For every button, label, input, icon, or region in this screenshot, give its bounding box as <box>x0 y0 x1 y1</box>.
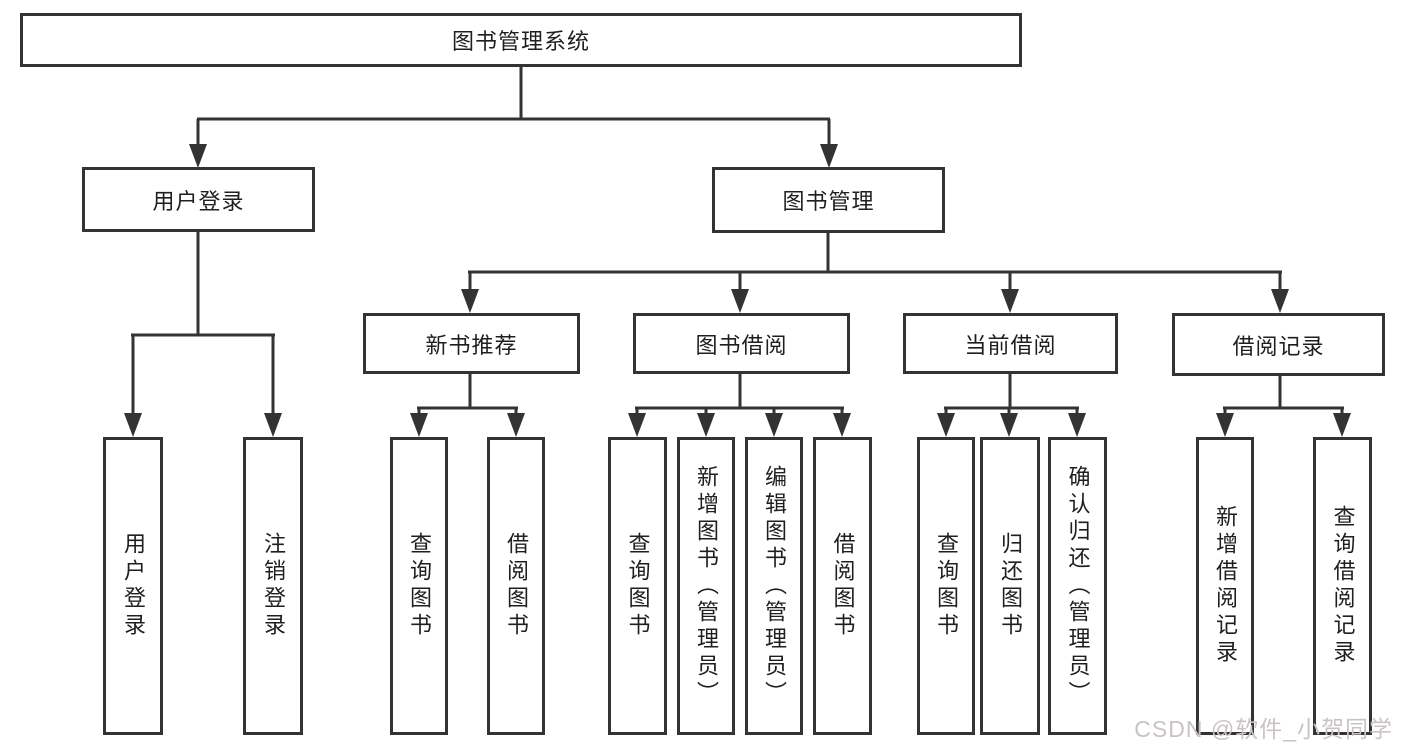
node-new-book-recommend: 新书推荐 <box>363 313 580 374</box>
node-borrow-records: 借阅记录 <box>1172 313 1385 376</box>
leaf-label: 新增图书（管理员） <box>694 464 719 708</box>
leaf-query-books-1: 查询图书 <box>390 437 448 735</box>
leaf-label: 借阅图书 <box>504 532 529 640</box>
leaf-user-login: 用户登录 <box>103 437 163 735</box>
leaf-confirm-return-admin: 确认归还（管理员） <box>1048 437 1107 735</box>
leaf-borrow-books-1: 借阅图书 <box>487 437 545 735</box>
leaf-label: 查询图书 <box>934 532 959 640</box>
arrowhead <box>264 413 282 437</box>
arrowhead <box>697 413 715 437</box>
leaf-edit-book-admin: 编辑图书（管理员） <box>745 437 803 735</box>
arrowhead <box>189 144 207 168</box>
arrowhead <box>937 413 955 437</box>
arrowhead <box>833 413 851 437</box>
node-current-borrow: 当前借阅 <box>903 313 1118 374</box>
leaf-label: 查询图书 <box>407 532 432 640</box>
arrowhead <box>124 413 142 437</box>
arrowhead <box>1000 413 1018 437</box>
leaf-label: 借阅图书 <box>830 532 856 640</box>
leaf-query-borrow-record: 查询借阅记录 <box>1313 437 1372 735</box>
arrowhead <box>1216 413 1234 437</box>
leaf-label: 编辑图书（管理员） <box>762 464 787 708</box>
leaf-label: 查询图书 <box>625 532 651 640</box>
leaf-borrow-books-2: 借阅图书 <box>813 437 872 735</box>
csdn-watermark: CSDN @软件_小贺同学 <box>1134 716 1393 742</box>
leaf-add-borrow-record: 新增借阅记录 <box>1196 437 1254 735</box>
arrowhead <box>765 413 783 437</box>
arrowhead <box>1271 289 1289 313</box>
arrowhead <box>1333 413 1351 437</box>
leaf-label: 注销登录 <box>261 532 286 640</box>
node-root: 图书管理系统 <box>20 13 1022 67</box>
arrowhead <box>731 289 749 313</box>
arrowhead <box>820 144 838 168</box>
leaf-query-books-3: 查询图书 <box>917 437 975 735</box>
arrowhead <box>507 413 525 437</box>
leaf-label: 新增借阅记录 <box>1213 505 1238 667</box>
leaf-label: 归还图书 <box>998 532 1023 640</box>
connector-lines <box>131 67 1344 416</box>
node-book-borrow: 图书借阅 <box>633 313 850 374</box>
arrowhead <box>1001 289 1019 313</box>
node-user-login: 用户登录 <box>82 167 315 232</box>
node-book-management: 图书管理 <box>712 167 945 233</box>
arrowhead <box>461 289 479 313</box>
leaf-add-book-admin: 新增图书（管理员） <box>677 437 735 735</box>
leaf-label: 确认归还（管理员） <box>1065 464 1091 708</box>
leaf-query-books-2: 查询图书 <box>608 437 667 735</box>
leaf-label: 用户登录 <box>121 532 146 640</box>
arrowhead <box>410 413 428 437</box>
leaf-logout: 注销登录 <box>243 437 303 735</box>
arrowhead <box>1068 413 1086 437</box>
leaf-label: 查询借阅记录 <box>1330 505 1356 667</box>
arrowhead <box>628 413 646 437</box>
leaf-return-books: 归还图书 <box>980 437 1040 735</box>
